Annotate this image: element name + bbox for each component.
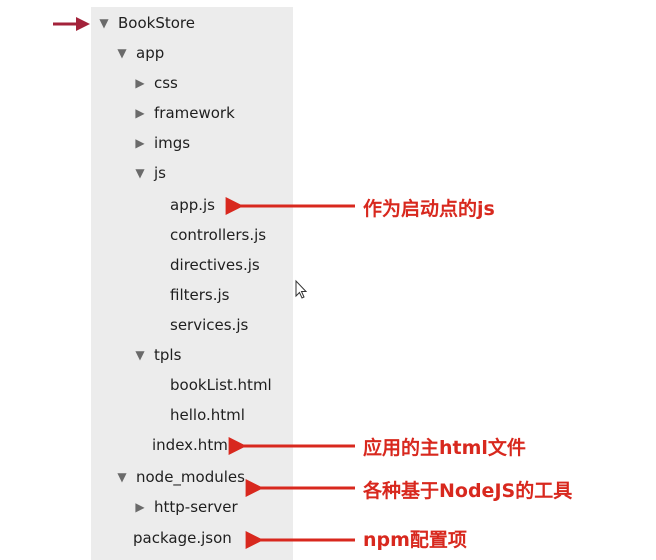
collapsed-triangle-icon[interactable]: ▶	[135, 106, 145, 120]
tree-label: http-server	[154, 498, 238, 516]
tree-label: directives.js	[170, 256, 260, 274]
tree-label: filters.js	[170, 286, 230, 304]
tree-label: services.js	[170, 316, 249, 334]
tree-file-package-json[interactable]: package.json	[133, 523, 232, 553]
collapsed-triangle-icon[interactable]: ▶	[135, 136, 145, 150]
tree-folder-framework[interactable]: ▶ framework	[133, 98, 235, 128]
tree-file-services-js[interactable]: services.js	[170, 310, 248, 340]
tree-file-app-js[interactable]: app.js	[170, 190, 215, 220]
tree-folder-app[interactable]: ▼ app	[115, 38, 164, 68]
annotation-package-json: npm配置项	[363, 529, 467, 551]
expanded-triangle-icon[interactable]: ▼	[117, 46, 127, 60]
tree-folder-imgs[interactable]: ▶ imgs	[133, 128, 190, 158]
tree-folder-js[interactable]: ▼ js	[133, 158, 166, 188]
tree-label: controllers.js	[170, 226, 267, 244]
tree-label: app	[136, 44, 165, 62]
file-tree-panel	[91, 7, 293, 560]
tree-label: BookStore	[118, 14, 195, 32]
tree-label: node_modules	[136, 468, 245, 486]
root-pointer-arrow-icon	[53, 17, 90, 31]
tree-folder-http-server[interactable]: ▶ http-server	[133, 492, 238, 522]
tree-folder-node-modules[interactable]: ▼ node_modules	[115, 462, 245, 492]
tree-file-filters-js[interactable]: filters.js	[170, 280, 229, 310]
tree-folder-tpls[interactable]: ▼ tpls	[133, 340, 181, 370]
tree-file-index-html[interactable]: index.html	[152, 430, 232, 460]
tree-label: index.html	[152, 436, 232, 454]
annotation-app-js: 作为启动点的js	[363, 198, 495, 220]
tree-label: css	[154, 74, 178, 92]
tree-label: app.js	[170, 196, 215, 214]
tree-folder-bookstore[interactable]: ▼ BookStore	[97, 8, 195, 38]
collapsed-triangle-icon[interactable]: ▶	[135, 76, 145, 90]
tree-label: js	[154, 164, 166, 182]
tree-label: tpls	[154, 346, 182, 364]
expanded-triangle-icon[interactable]: ▼	[135, 348, 145, 362]
tree-file-booklist-html[interactable]: bookList.html	[170, 370, 272, 400]
tree-file-hello-html[interactable]: hello.html	[170, 400, 245, 430]
collapsed-triangle-icon[interactable]: ▶	[135, 500, 145, 514]
tree-label: bookList.html	[170, 376, 272, 394]
annotation-node-modules: 各种基于NodeJS的工具	[363, 480, 573, 502]
expanded-triangle-icon[interactable]: ▼	[117, 470, 127, 484]
tree-label: hello.html	[170, 406, 245, 424]
tree-label: imgs	[154, 134, 191, 152]
tree-file-controllers-js[interactable]: controllers.js	[170, 220, 266, 250]
mouse-cursor-icon	[295, 279, 308, 299]
expanded-triangle-icon[interactable]: ▼	[135, 166, 145, 180]
tree-file-directives-js[interactable]: directives.js	[170, 250, 260, 280]
tree-folder-css[interactable]: ▶ css	[133, 68, 178, 98]
expanded-triangle-icon[interactable]: ▼	[99, 16, 109, 30]
annotation-index-html: 应用的主html文件	[363, 437, 526, 459]
tree-label: framework	[154, 104, 235, 122]
tree-label: package.json	[133, 529, 232, 547]
